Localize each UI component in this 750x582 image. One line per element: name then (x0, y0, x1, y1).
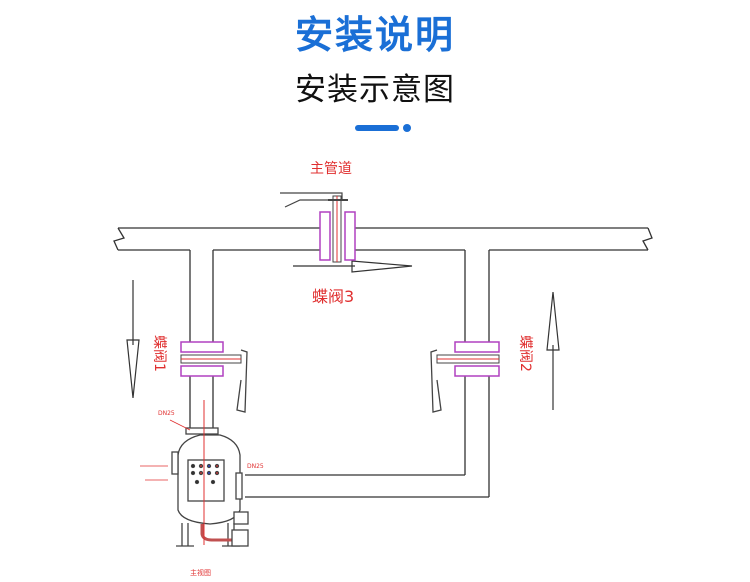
flow-arrow-up-icon (546, 291, 560, 410)
butterfly-valve-3 (280, 192, 356, 263)
butterfly-valve-1 (180, 341, 248, 413)
butterfly-valve-2 (430, 341, 500, 413)
valve-3-label: 蝶阀3 (312, 287, 354, 306)
flow-arrow-right-icon (293, 260, 413, 273)
page-title: 安装说明 (294, 13, 455, 57)
filter-tank (171, 427, 249, 547)
main-pipe-label: 主管道 (310, 161, 352, 177)
page-subtitle: 安装示意图 (295, 72, 455, 108)
flow-arrow-down-icon (126, 280, 140, 399)
title-underline (355, 125, 399, 131)
valve-2-label: 蝶阀2 (517, 335, 533, 372)
outlet-label: DN25 (247, 463, 264, 470)
valve-1-label: 蝶阀1 (151, 335, 167, 372)
view-label: 主视图 (190, 568, 211, 577)
pipe-network (113, 227, 653, 498)
inlet-label: DN25 (158, 410, 175, 417)
title-dot (403, 124, 411, 132)
